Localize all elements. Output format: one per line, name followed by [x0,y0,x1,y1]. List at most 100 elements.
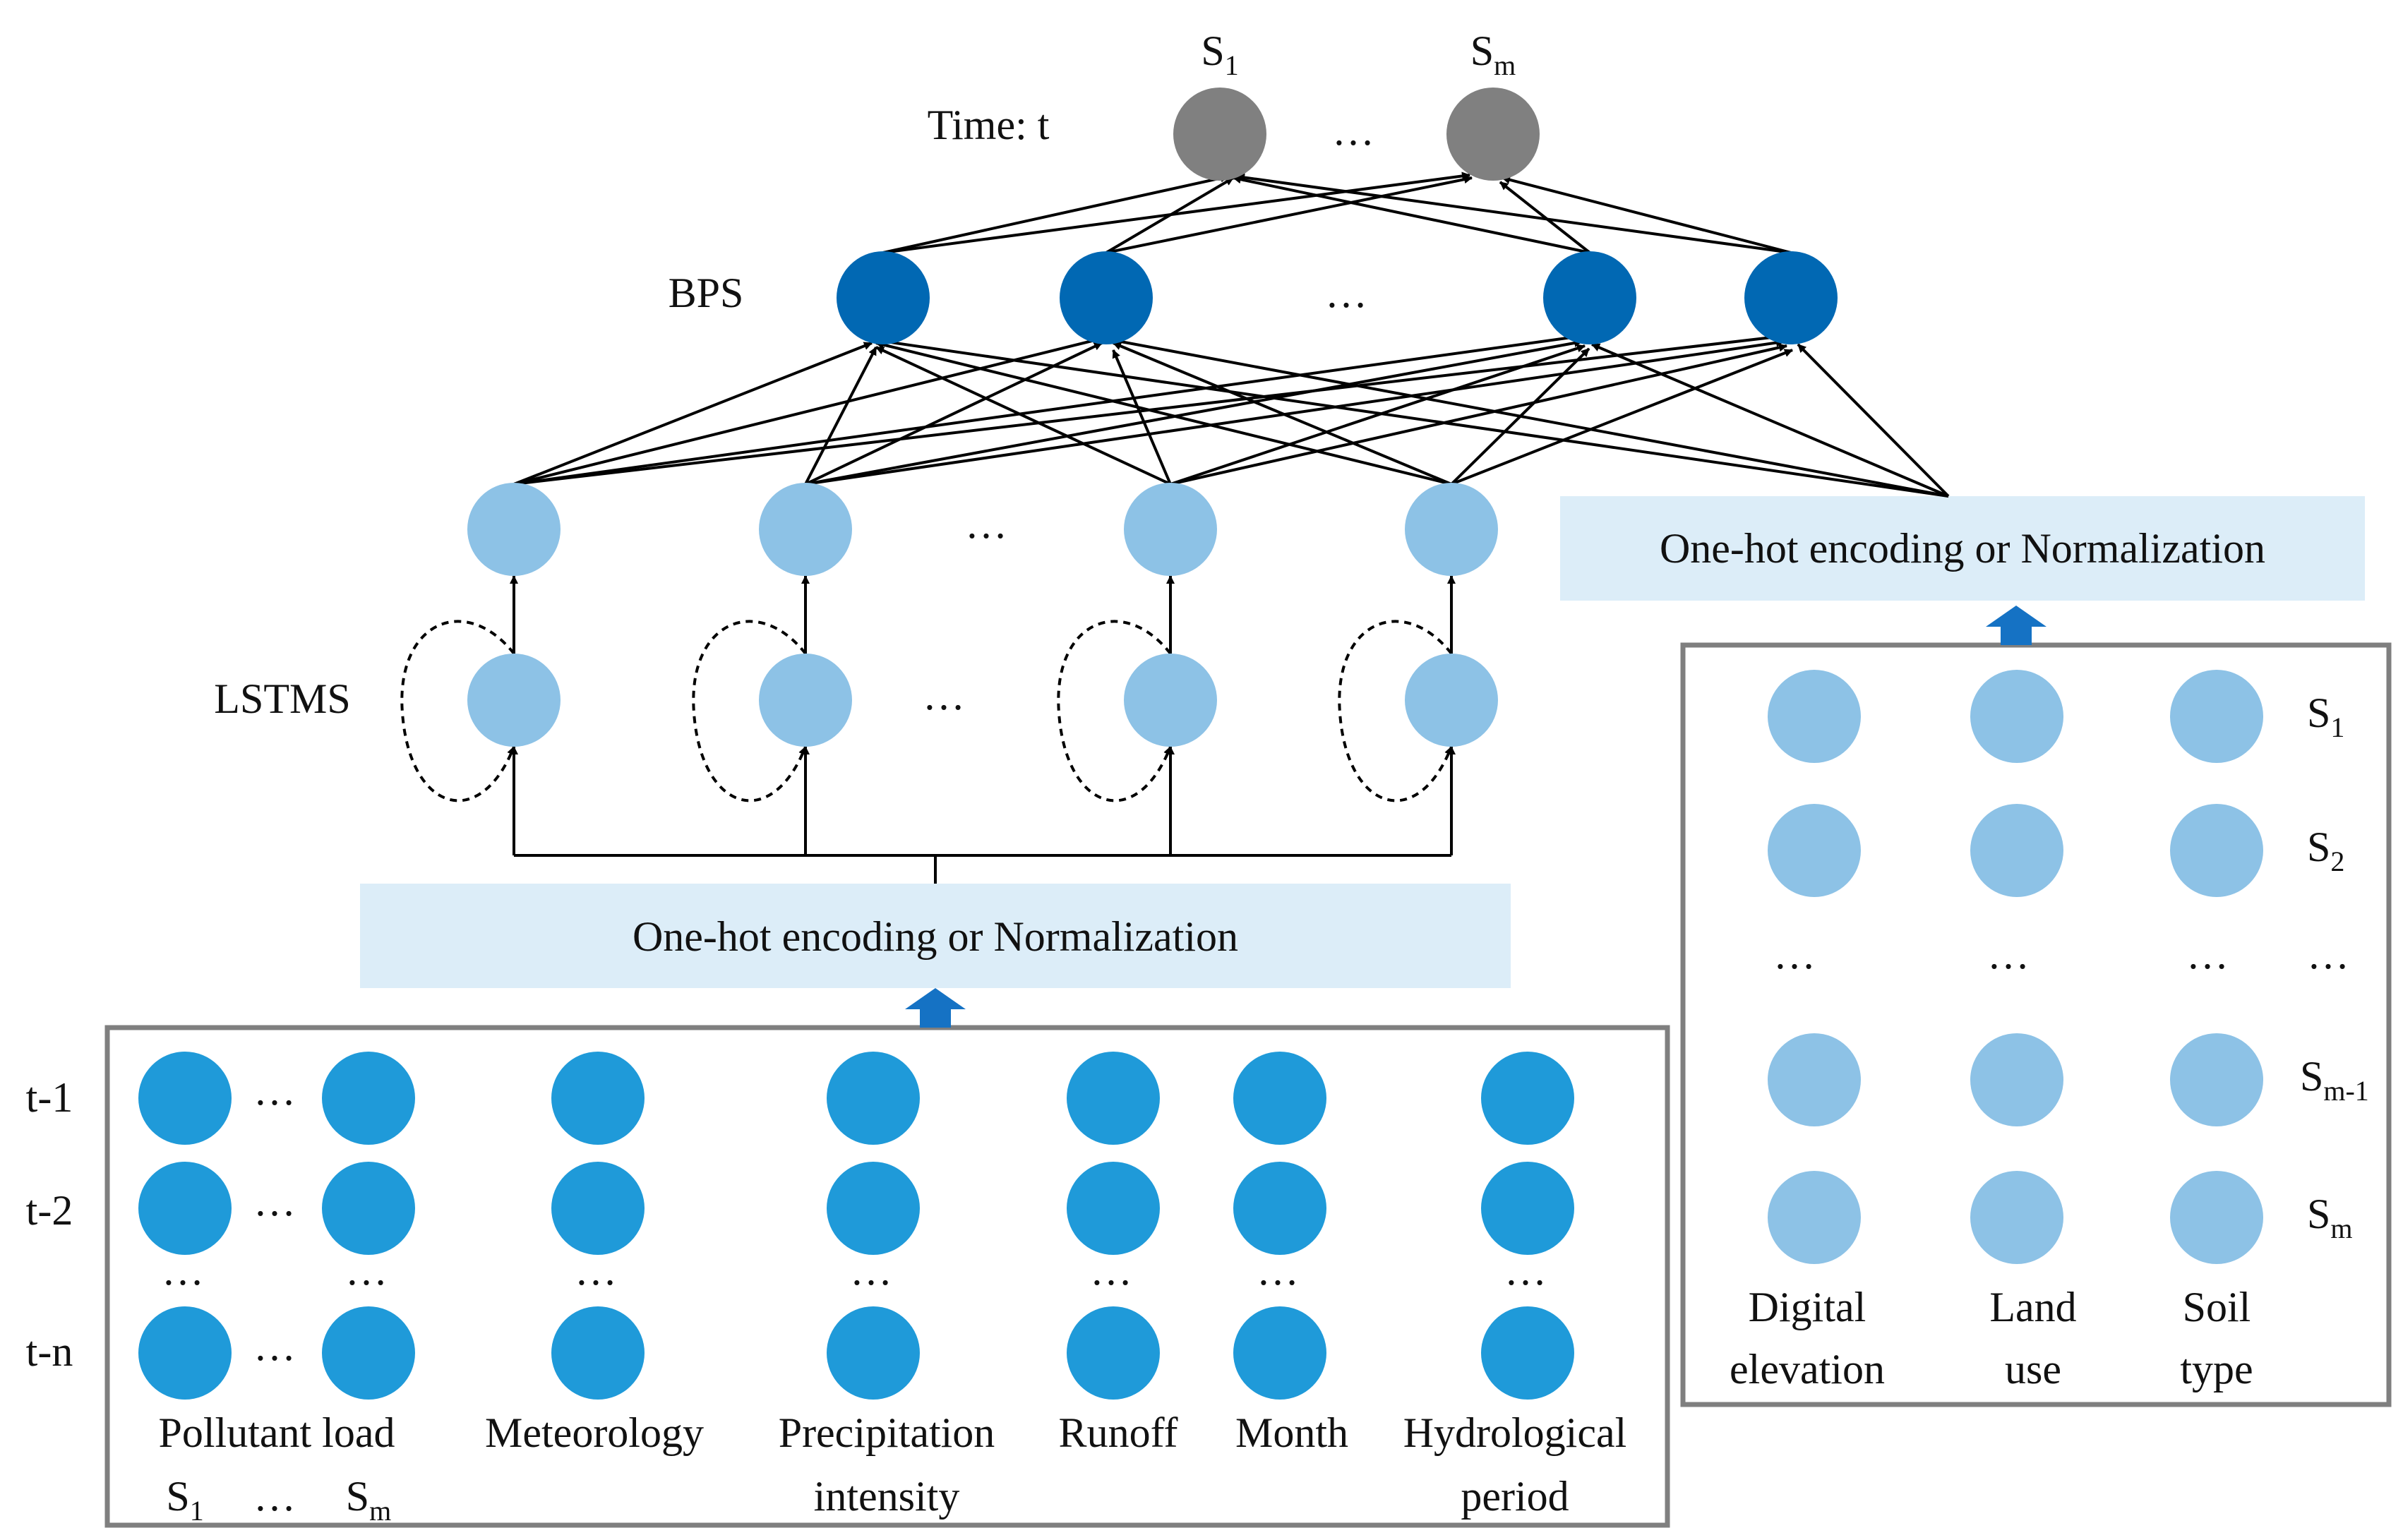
pollutant-ellipsis: … [253,1067,300,1114]
label-digital: Digital [1749,1284,1866,1330]
bps-layer: BPS … [669,251,1838,344]
lstm-node [759,654,852,747]
bps-node [1744,251,1838,344]
input-node [138,1306,232,1400]
spatial-ellipsis: … [1773,931,1820,977]
spatial-node [2170,1033,2263,1126]
block-arrow-up-left [905,988,966,1028]
pollutant-ellipsis: … [253,1323,300,1369]
row-ellipsis: … [162,1247,208,1294]
spatial-row-label-sm-1: Sm-1 [2300,1053,2369,1107]
lstm-upper-node [759,483,852,576]
output-node-s1 [1173,88,1266,181]
spatial-row-label-ellipsis: … [2307,931,2354,977]
spatial-inputs-frame [1680,642,2392,1407]
lstm-upper-node [1124,483,1217,576]
lstm-label: LSTMS [214,675,350,722]
input-node [138,1162,232,1255]
label-elevation: elevation [1730,1346,1885,1392]
input-node [827,1162,920,1255]
output-node-sm-label: Sm [1470,28,1516,81]
input-node [1067,1306,1160,1400]
bps-label: BPS [669,270,744,316]
input-node [322,1162,415,1255]
input-node [322,1306,415,1400]
input-node [1481,1162,1574,1255]
lstm-node [1405,654,1498,747]
input-node [1233,1052,1326,1145]
output-layer: Time: t … S1 Sm [928,28,1540,181]
bps-to-output-edges [882,172,1792,254]
spatial-node [2170,670,2263,763]
spatial-node [1970,1171,2063,1264]
label-runoff: Runoff [1059,1409,1178,1456]
input-node [827,1306,920,1400]
lstm-output-nodes: … [467,483,1498,576]
bps-node [1060,251,1153,344]
lstm-node [467,654,561,747]
spatial-inputs: … … … S1 S2 … Sm-1 Sm Digital elevation … [1730,670,2369,1392]
pollutant-ellipsis: … [253,1178,300,1225]
input-node [1233,1162,1326,1255]
spatial-node [1970,1033,2063,1126]
label-month: Month [1235,1409,1348,1456]
output-ellipsis: … [1332,107,1379,154]
row-ellipsis: … [1090,1247,1137,1294]
lstm-upper-node [467,483,561,576]
lstm-node [1124,654,1217,747]
row-label-t-n: t-n [26,1328,73,1375]
output-node-s1-label: S1 [1201,28,1238,81]
input-node [1233,1306,1326,1400]
input-node [1067,1162,1160,1255]
input-bus-arrows [510,746,1456,855]
label-hydrological: Hydrological [1403,1409,1627,1456]
lstm-ellipsis: … [923,672,969,718]
row-ellipsis: … [1504,1247,1551,1294]
row-ellipsis: … [850,1247,897,1294]
spatial-node [1970,670,2063,763]
row-ellipsis: … [345,1247,392,1294]
encoding-band-left-label: One-hot encoding or Normalization [633,913,1238,960]
row-ellipsis: … [575,1247,621,1294]
spatial-node [1768,1171,1861,1264]
spatial-ellipsis: … [2186,931,2233,977]
label-period: period [1461,1473,1569,1520]
row-ellipsis: … [1257,1247,1303,1294]
input-node [138,1052,232,1145]
lstm-layer: LSTMS … [214,654,1498,747]
input-node [1481,1052,1574,1145]
label-use: use [2005,1346,2061,1392]
spatial-node [2170,1171,2263,1264]
input-node [322,1052,415,1145]
input-row-t-2 [138,1162,1574,1255]
input-node [551,1306,645,1400]
input-bus [514,854,1451,884]
encoding-band-right-label: One-hot encoding or Normalization [1660,525,2265,572]
lstm-recurrent-loops [400,620,1453,802]
output-node-sm [1446,88,1540,181]
label-precipitation: Precipitation [779,1409,995,1456]
label-type: type [2180,1346,2253,1392]
encoding-band-right [1560,496,2365,601]
spatial-row-label-s1: S1 [2307,690,2344,743]
label-pollutant-sm: Sm [346,1473,392,1527]
label-pollutant-ellipsis: … [253,1473,300,1520]
time-label: Time: t [928,102,1050,148]
input-node [551,1162,645,1255]
row-label-t-2: t-2 [26,1187,73,1234]
input-row-t-n [138,1306,1574,1400]
row-label-t-1: t-1 [26,1074,73,1121]
spatial-row-label-sm: Sm [2307,1191,2353,1244]
encoding-band-left [360,884,1511,988]
spatial-node [1768,670,1861,763]
lstm-vertical-arrows [510,575,1456,654]
input-node [1481,1306,1574,1400]
input-node [827,1052,920,1145]
temporal-inputs-frame [104,1025,1670,1528]
input-row-t-1 [138,1052,1574,1145]
spatial-row-label-s2: S2 [2307,824,2344,877]
temporal-inputs: t-1 t-2 t-n [26,1052,1627,1527]
label-meteorology: Meteorology [485,1409,704,1456]
label-soil: Soil [2183,1284,2251,1330]
input-node [551,1052,645,1145]
